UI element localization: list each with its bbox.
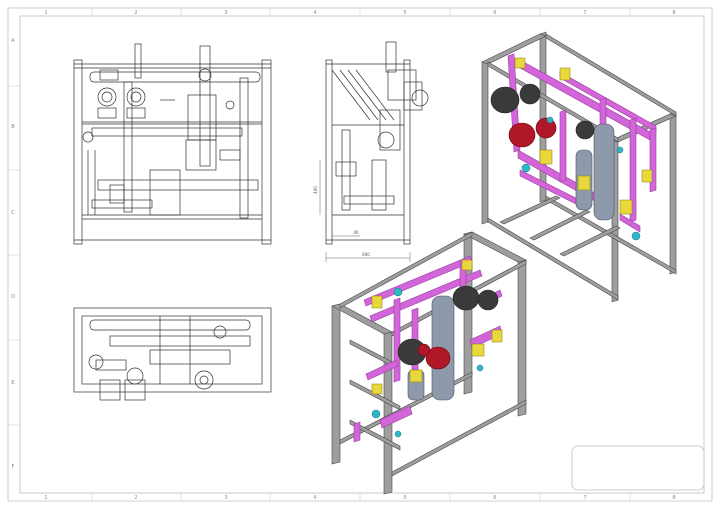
col-label: 6 [493, 10, 496, 16]
col-label: 5 [403, 495, 406, 501]
front-vessel [149, 169, 181, 216]
col-label: 8 [672, 10, 675, 16]
col-label: 3 [224, 10, 227, 16]
zone-ticks [8, 8, 631, 501]
row-labels-left: A B C D E F [11, 38, 15, 470]
col-label: 2 [134, 495, 137, 501]
iso-lower-valves [371, 259, 503, 395]
row-label: D [11, 294, 15, 300]
dim-height: 400 [313, 186, 318, 194]
pump-gauge-1 [97, 87, 117, 107]
iso-upper-pumps [490, 83, 595, 148]
iso-upper-frame [481, 31, 677, 303]
column-labels-top: 1 2 3 4 5 6 7 8 [44, 10, 675, 16]
dim-width: 600 [362, 252, 370, 257]
iso-lower-pumps [397, 285, 499, 370]
row-label: F [12, 464, 15, 470]
col-label: 1 [44, 10, 47, 16]
col-label: 7 [583, 10, 586, 16]
front-frame-left-post [73, 59, 83, 245]
pump-gauge-2 [126, 87, 146, 107]
row-label: A [11, 38, 15, 44]
column-labels-bottom: 1 2 3 4 5 6 7 8 [44, 495, 675, 501]
row-label: E [11, 380, 14, 386]
title-block [571, 445, 705, 491]
col-label: 4 [313, 495, 316, 501]
col-label: 8 [672, 495, 675, 501]
col-label: 5 [403, 10, 406, 16]
top-pump-motor [126, 367, 144, 385]
col-label: 7 [583, 495, 586, 501]
iso-skid-upper [481, 31, 677, 303]
col-label: 2 [134, 10, 137, 16]
col-label: 1 [44, 495, 47, 501]
inner-border [19, 15, 705, 494]
col-label: 4 [313, 10, 316, 16]
iso-upper-fittings [521, 116, 641, 241]
front-view [73, 43, 272, 245]
col-label: 6 [493, 495, 496, 501]
iso-skid-lower [331, 231, 527, 495]
dim-offset: 40 [353, 230, 359, 235]
col-label: 3 [224, 495, 227, 501]
top-view [73, 307, 272, 401]
iso-lower-fittings [371, 287, 484, 438]
row-label: C [11, 210, 15, 216]
row-label: B [11, 124, 15, 130]
iso-upper-valves [514, 57, 653, 215]
side-view-dimension-texts: 600 400 40 [313, 186, 370, 257]
side-view [319, 41, 429, 262]
front-frame-right-post [261, 59, 272, 245]
